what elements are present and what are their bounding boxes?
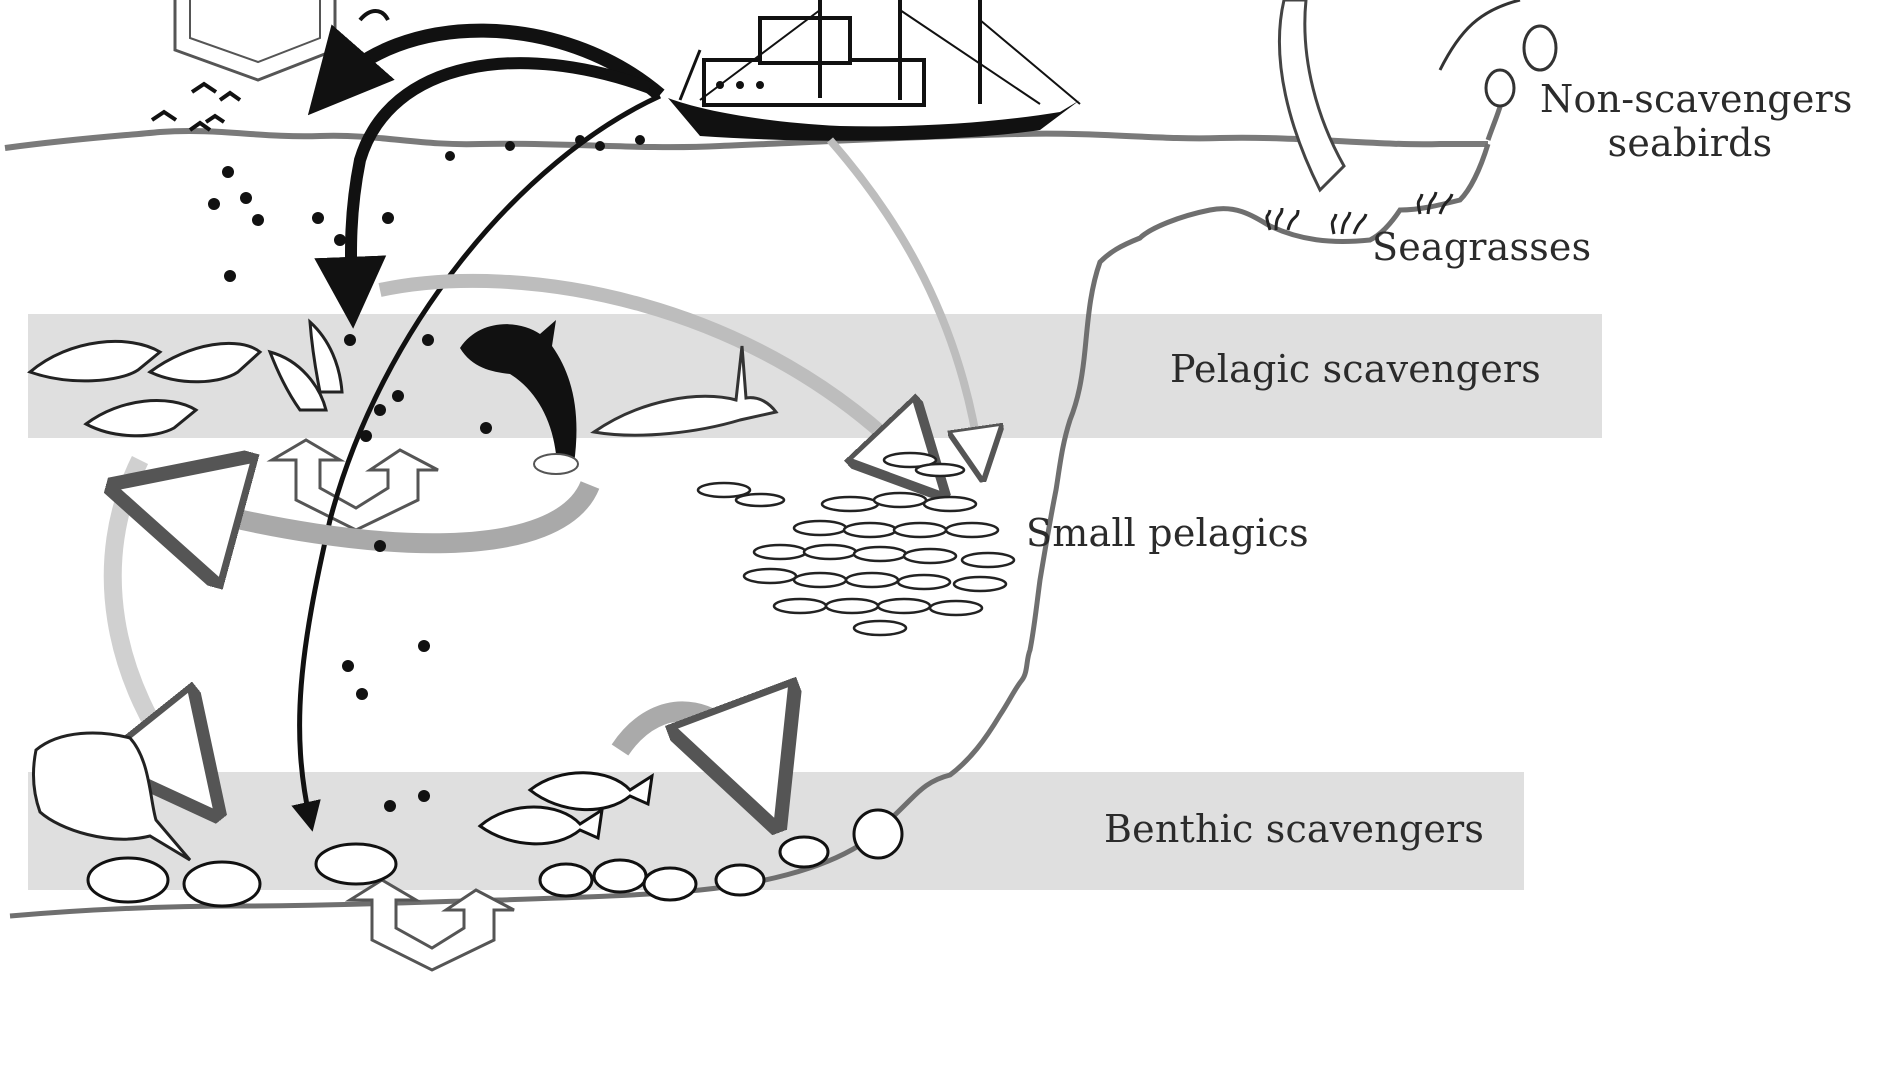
- label-non-scavengers-line1: Non-scavengers: [1540, 77, 1853, 121]
- seabird-icon: [1438, 0, 1558, 108]
- label-small-pelagics: Small pelagics: [1026, 511, 1309, 555]
- recycle-arrow: [160, 485, 600, 543]
- fishing-vessel-icon: [668, 0, 1081, 141]
- label-pelagic-scavengers: Pelagic scavengers: [1170, 347, 1541, 391]
- discard-arrow-icon: [266, 438, 439, 532]
- seabird-icon: [150, 9, 390, 132]
- discard-dots: [208, 135, 645, 812]
- crab-icon: [86, 808, 904, 908]
- ray-icon: [31, 731, 192, 862]
- recycle-arrow: [611, 711, 760, 780]
- discard-flow-arrow: [291, 93, 662, 832]
- label-non-scavengers-line2: seabirds: [1607, 120, 1773, 165]
- seabird-icon: [1277, 0, 1346, 193]
- light-flow-arrow: [378, 273, 920, 470]
- label-seagrasses: Seagrasses: [1372, 225, 1592, 269]
- fish-icon: [477, 771, 654, 846]
- shark-icon: [590, 345, 779, 437]
- discard-arrow-icon: [344, 878, 515, 972]
- dolphin-icon: [27, 318, 344, 438]
- light-flow-arrow: [826, 137, 980, 460]
- discard-flow-arrow: [314, 57, 653, 329]
- fish-school-icon: [696, 451, 1016, 637]
- sea-surface: [4, 128, 1488, 151]
- seagrass-icon: [1265, 191, 1454, 235]
- label-non-scavengers-seabirds: Non-scavengers seabirds: [1540, 77, 1853, 165]
- discard-arrow-icon: [173, 0, 337, 82]
- label-benthic-scavengers: Benthic scavengers: [1104, 807, 1485, 851]
- discard-flow-arrow: [307, 23, 665, 116]
- orca-icon: [533, 453, 579, 475]
- orca-icon: [460, 320, 577, 464]
